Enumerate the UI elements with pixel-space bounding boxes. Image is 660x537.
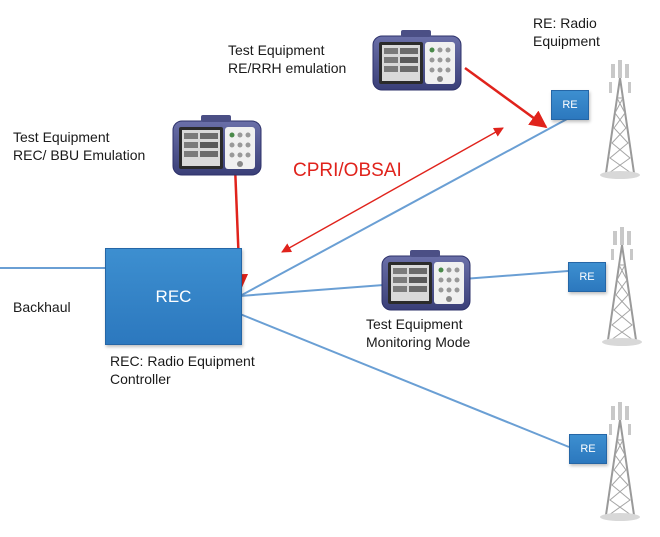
- label-te-re-line1: Test Equipment: [228, 42, 325, 58]
- link-rec-to-re-bottom: [239, 313, 570, 448]
- arrow-te-re-to-re: [464, 66, 548, 129]
- label-re-radio-equipment: RE: Radio Equipment: [533, 14, 600, 50]
- label-rec-desc-line2: Controller: [110, 371, 171, 387]
- re-box-middle-label: RE: [579, 271, 595, 283]
- rec-box-label: REC: [155, 286, 192, 306]
- re-box-top-label: RE: [562, 99, 578, 111]
- label-rec-desc-line1: REC: Radio Equipment: [110, 353, 255, 369]
- label-rec-description: REC: Radio Equipment Controller: [110, 352, 255, 388]
- label-te-mon-line1: Test Equipment: [366, 316, 463, 332]
- cell-tower-middle: [601, 226, 643, 347]
- test-equipment-device-re-emulation: [372, 29, 462, 91]
- label-te-monitoring: Test Equipment Monitoring Mode: [366, 315, 470, 351]
- test-equipment-device-monitoring: [381, 249, 471, 311]
- label-te-rec-line1: Test Equipment: [13, 129, 110, 145]
- test-equipment-device-rec-emulation: [172, 114, 262, 176]
- label-cpri-obsai: CPRI/OBSAI: [293, 160, 402, 181]
- re-box-top: RE: [551, 90, 589, 120]
- re-box-bottom: RE: [569, 434, 607, 464]
- label-re-radio-line2: Equipment: [533, 33, 600, 49]
- cell-tower-top: [599, 59, 641, 180]
- label-backhaul: Backhaul: [13, 299, 71, 315]
- rec-box: REC: [105, 248, 242, 345]
- label-re-radio-line1: RE: Radio: [533, 15, 597, 31]
- re-box-middle: RE: [568, 262, 606, 292]
- re-box-bottom-label: RE: [580, 443, 596, 455]
- label-te-re-line2: RE/RRH emulation: [228, 60, 347, 76]
- cpri-double-arrow: [281, 127, 504, 253]
- label-te-rec-line2: REC/ BBU Emulation: [13, 147, 146, 163]
- label-te-rec-emulation: Test Equipment REC/ BBU Emulation: [13, 128, 145, 164]
- label-te-re-emulation: Test Equipment RE/RRH emulation: [228, 41, 346, 77]
- label-te-mon-line2: Monitoring Mode: [366, 334, 471, 350]
